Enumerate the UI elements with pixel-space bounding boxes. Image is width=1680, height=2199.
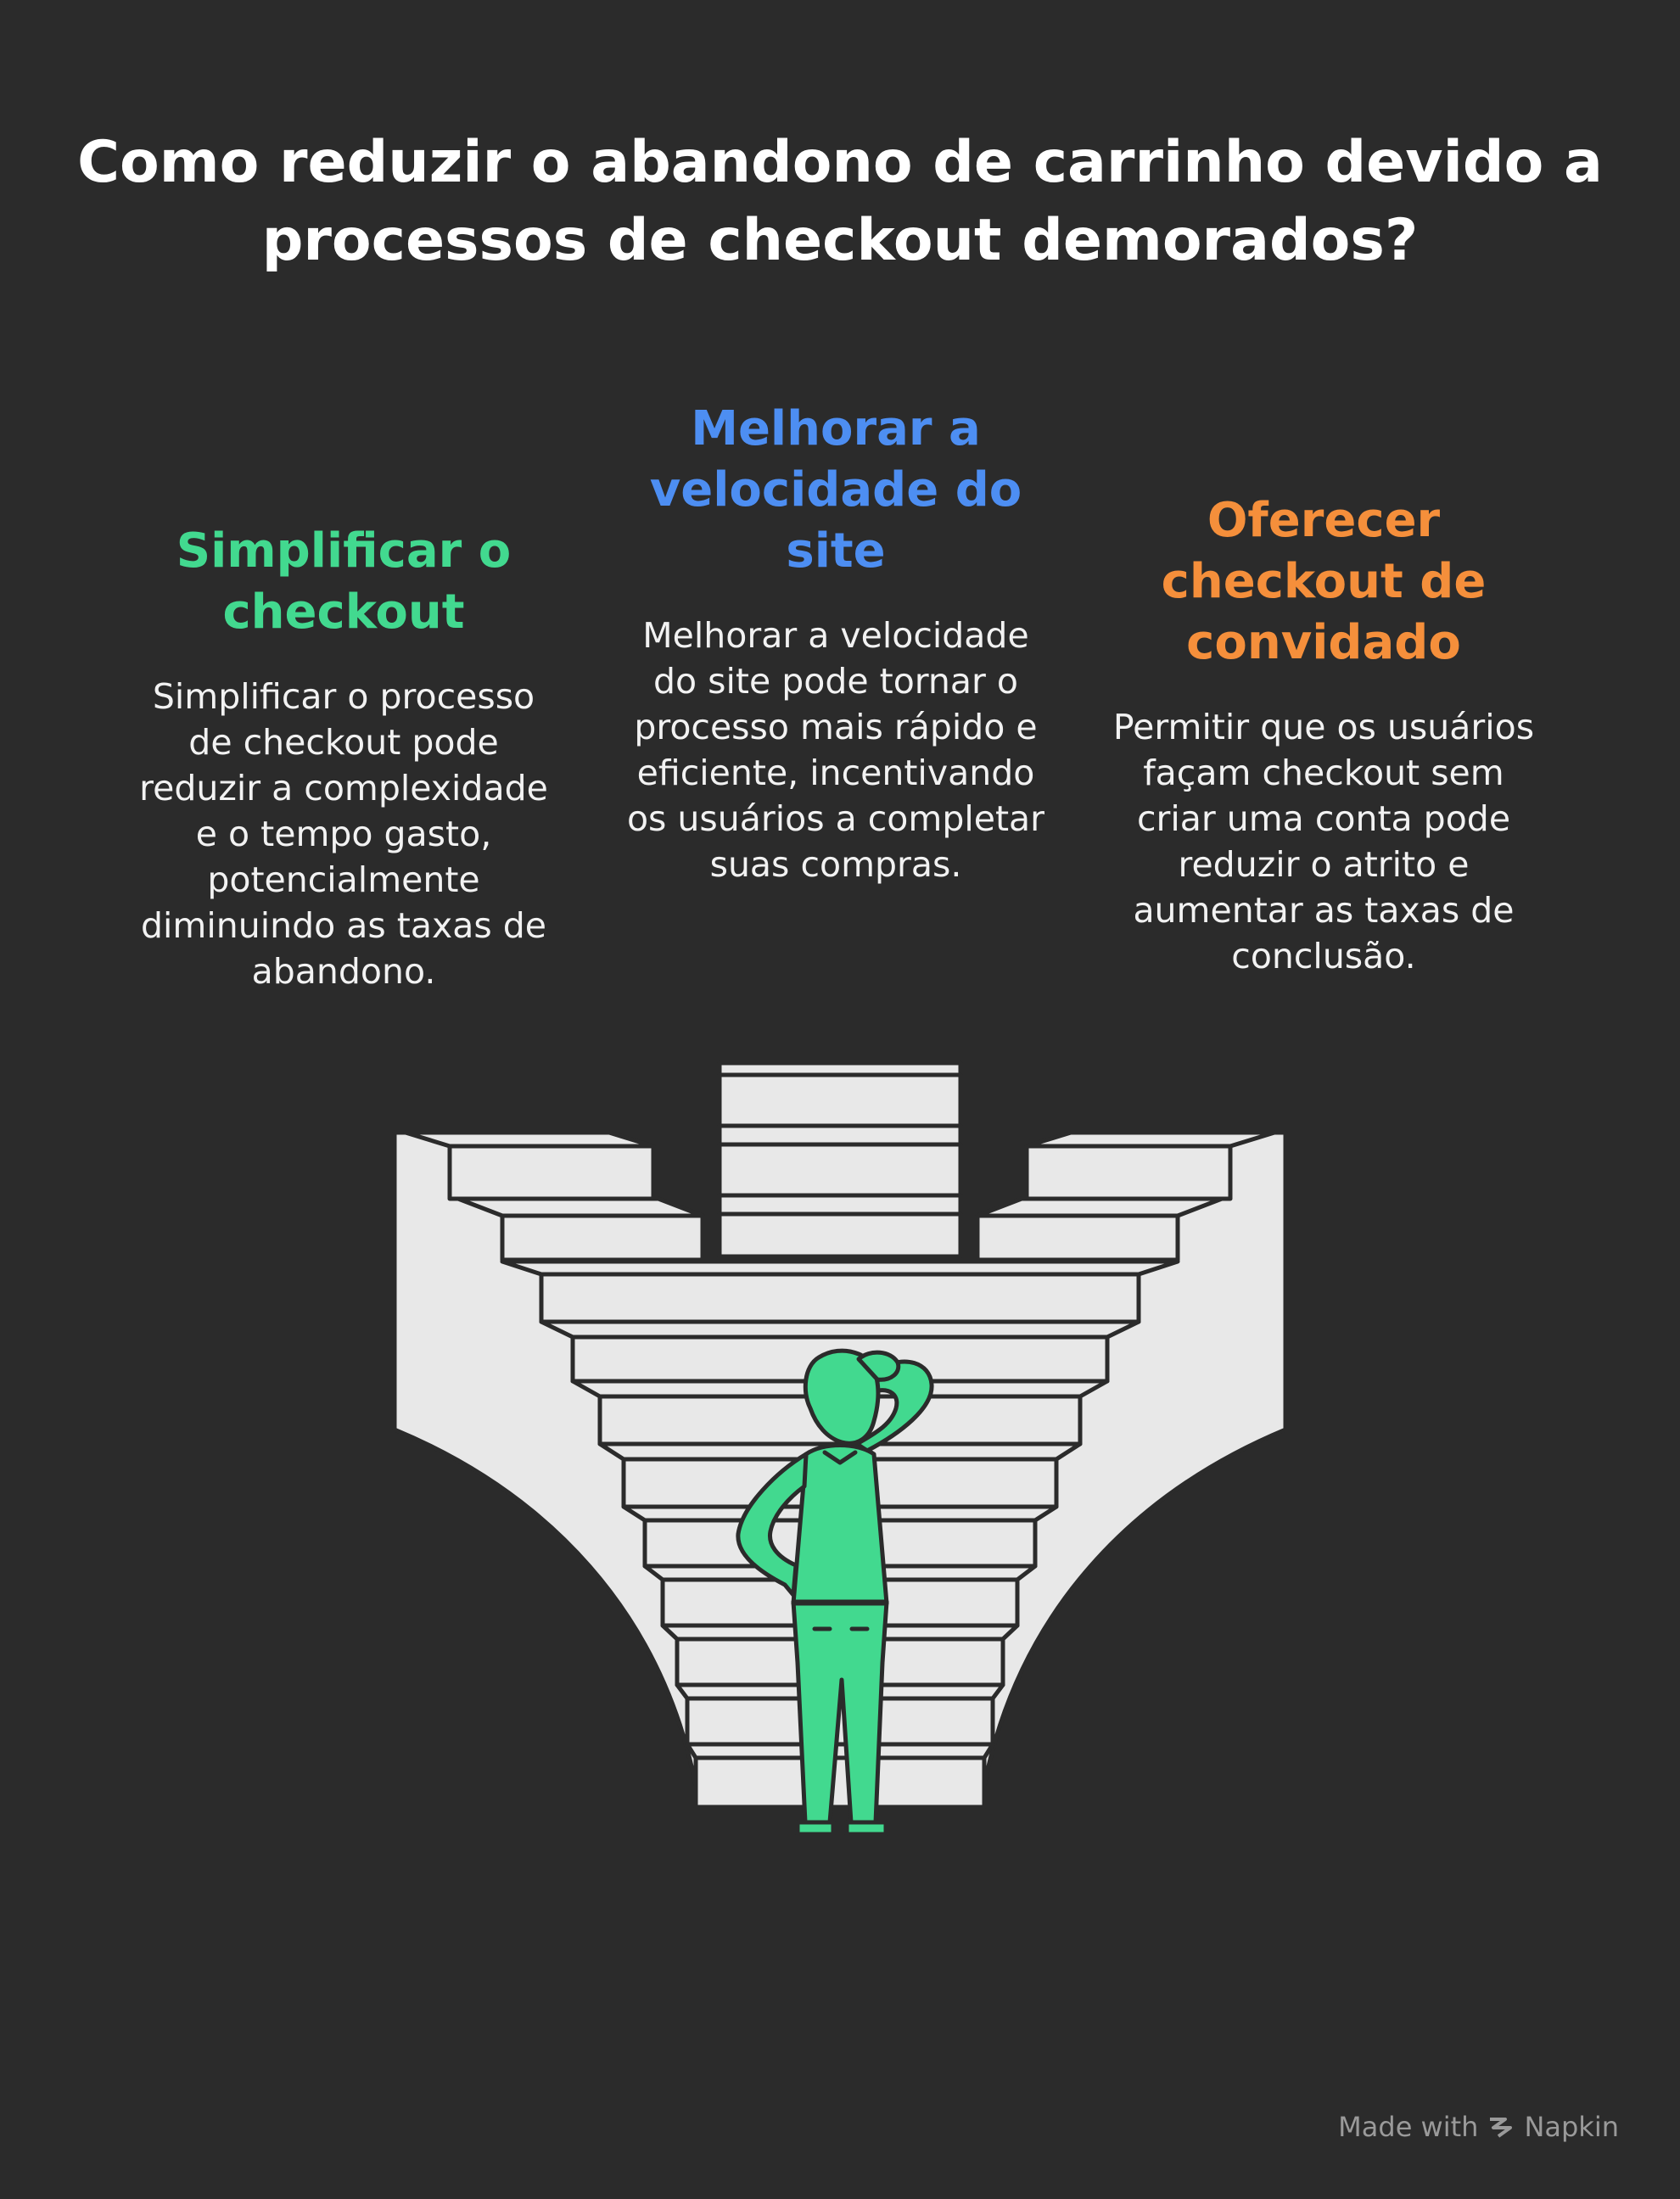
thinking-person-icon [736,1348,934,1837]
page-title: Como reduzir o abandono de carrinho devi… [77,129,1603,274]
option-description: Simplificar o processo de checkout pode … [139,676,548,992]
watermark-prefix: Made with [1338,2111,1479,2143]
option-simplify-checkout: Simplificar o checkout Simplificar o pro… [127,521,560,994]
option-improve-site-speed: Melhorar a velocidade do site Melhorar a… [624,399,1048,887]
option-description: Permitir que os usuários façam checkout … [1112,707,1535,976]
option-heading: Oferecer checkout de convidado [1161,493,1487,670]
left-stairs [403,1130,705,1262]
napkin-logo-icon [1490,2118,1513,2138]
option-guest-checkout: Oferecer checkout de convidado Permitir … [1103,490,1544,979]
option-heading: Melhorar a velocidade do site [649,401,1022,579]
option-description: Melhorar a velocidade do site pode torna… [626,615,1045,885]
right-stairs [975,1130,1277,1262]
option-heading: Simplificar o checkout [176,523,512,640]
watermark: Made with Napkin [1338,2111,1619,2143]
watermark-brand: Napkin [1524,2111,1619,2143]
center-stairs-stack [717,1060,963,1259]
